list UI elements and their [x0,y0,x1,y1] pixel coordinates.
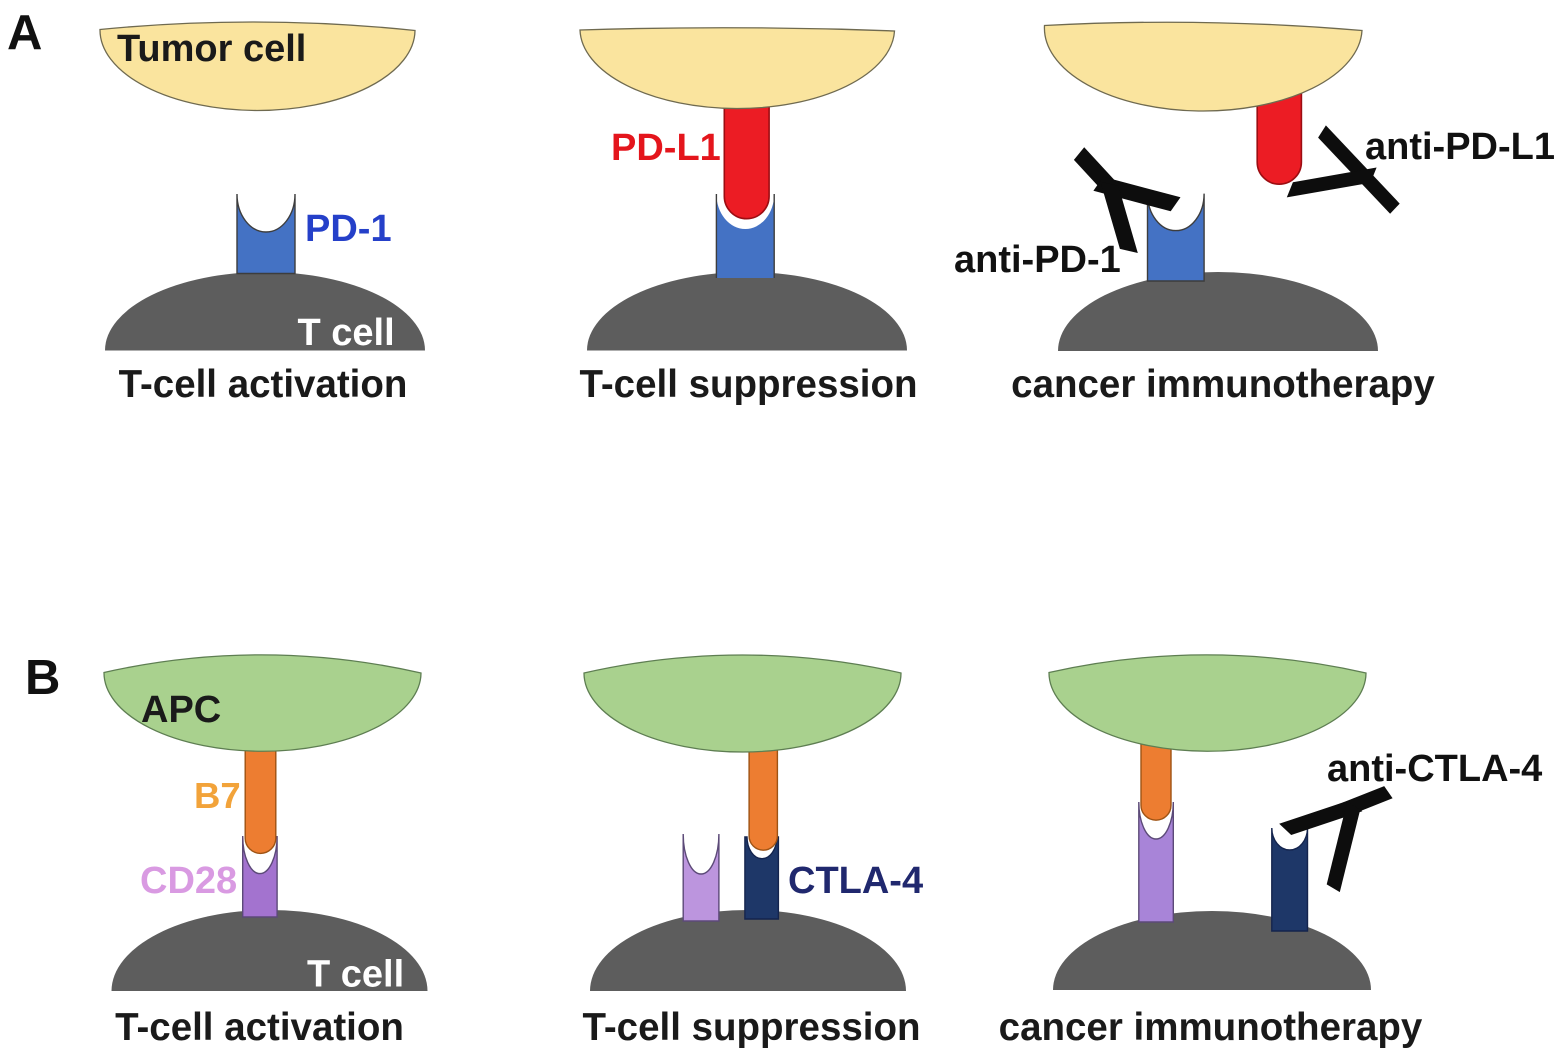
svg-text:anti-CTLA-4: anti-CTLA-4 [1327,748,1542,790]
svg-text:Tumor cell: Tumor cell [117,28,306,70]
svg-text:T cell: T cell [298,312,395,354]
svg-text:T-cell suppression: T-cell suppression [579,363,917,406]
svg-text:T-cell activation: T-cell activation [119,363,408,406]
svg-text:CD28: CD28 [140,860,237,902]
svg-text:anti-PD-1: anti-PD-1 [954,239,1121,281]
svg-text:T-cell activation: T-cell activation [115,1006,404,1049]
svg-text:cancer immunotherapy: cancer immunotherapy [1011,363,1435,406]
svg-text:PD-1: PD-1 [305,208,392,250]
svg-text:APC: APC [141,689,221,731]
svg-text:PD-L1: PD-L1 [611,127,721,169]
svg-text:T-cell suppression: T-cell suppression [582,1006,920,1049]
svg-text:B: B [25,651,60,705]
svg-text:cancer immunotherapy: cancer immunotherapy [999,1006,1423,1049]
svg-text:CTLA-4: CTLA-4 [788,860,923,902]
svg-text:T cell: T cell [307,954,404,996]
svg-text:anti-PD-L1: anti-PD-L1 [1365,126,1555,168]
svg-text:B7: B7 [194,775,241,816]
svg-text:A: A [7,6,42,60]
